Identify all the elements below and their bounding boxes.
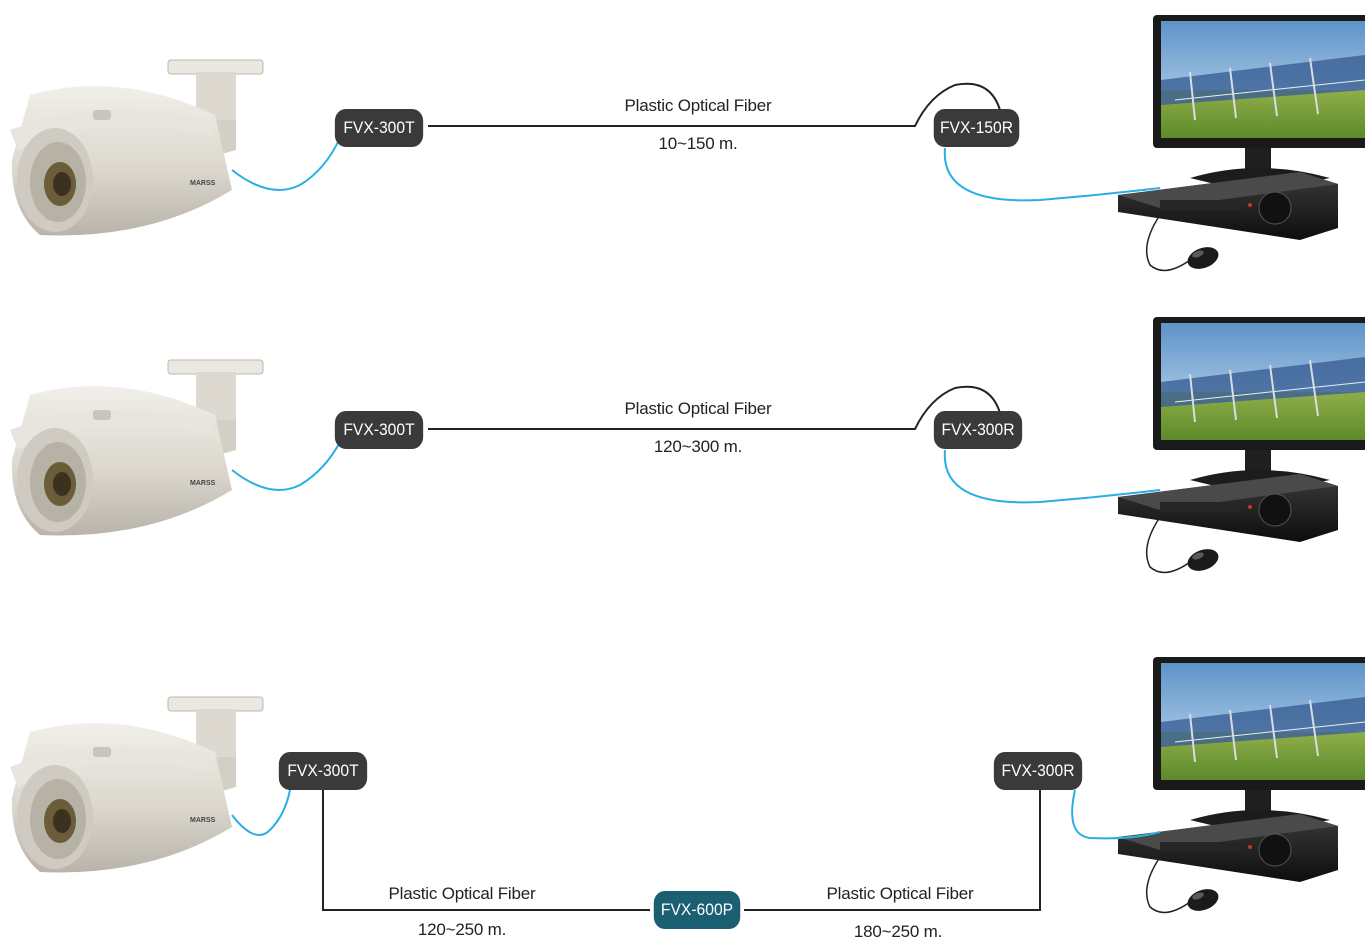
- fiber-label: Plastic Optical Fiber: [388, 884, 536, 903]
- receiver-node: FVX-300R: [993, 752, 1083, 790]
- distance-label: 120~300 m.: [653, 437, 743, 456]
- optical-fiber: [322, 790, 1041, 911]
- coax-cable: [231, 789, 1161, 840]
- distance-label: 120~250 m.: [417, 920, 507, 939]
- receiver-node: FVX-150R: [933, 109, 1020, 147]
- fiber-label: Plastic Optical Fiber: [624, 399, 772, 418]
- coax-cable: [231, 137, 1161, 202]
- optical-fiber: [428, 385, 1001, 430]
- receiver-node: FVX-300R: [933, 411, 1023, 449]
- transmitter-node: FVX-300T: [278, 752, 368, 790]
- monitor-dvr-image: [1117, 316, 1365, 576]
- transmitter-node: FVX-300T: [334, 109, 424, 147]
- monitor-dvr-image: [1117, 14, 1365, 274]
- camera-image: [9, 59, 264, 236]
- camera-image: [9, 696, 264, 873]
- camera-image: [9, 359, 264, 536]
- fiber-label: Plastic Optical Fiber: [826, 884, 974, 903]
- distance-label: 180~250 m.: [853, 922, 943, 941]
- monitor-dvr-image: [1117, 656, 1365, 916]
- fiber-label: Plastic Optical Fiber: [624, 96, 772, 115]
- distance-label: 10~150 m.: [658, 134, 738, 153]
- repeater-node: FVX-600P: [653, 891, 741, 929]
- optical-fiber: [428, 82, 1001, 127]
- transmitter-node: FVX-300T: [334, 411, 424, 449]
- coax-cable: [231, 441, 1161, 504]
